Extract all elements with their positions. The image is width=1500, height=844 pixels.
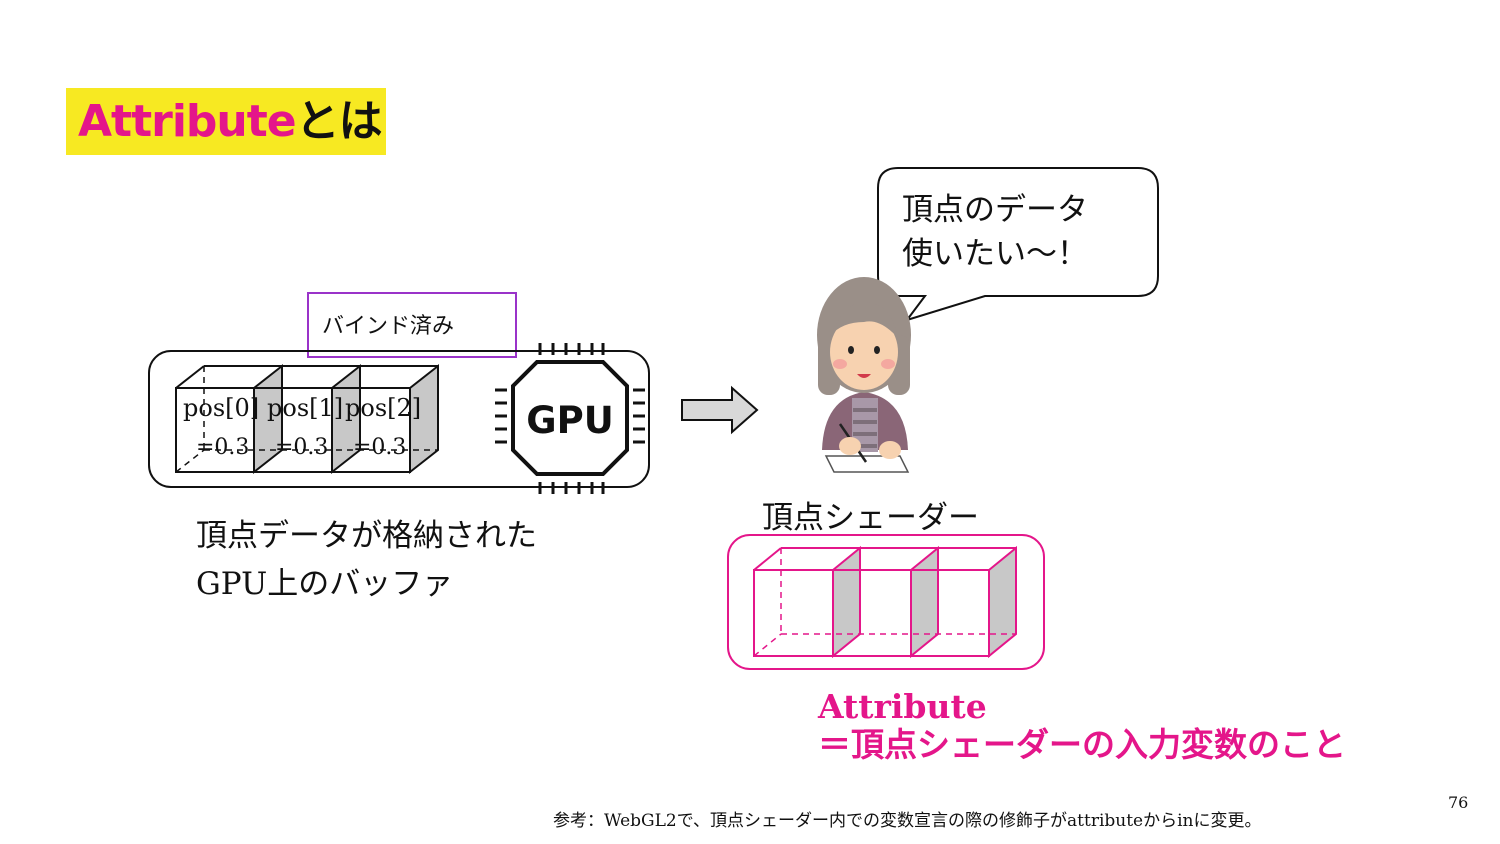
buffer-outline bbox=[148, 350, 650, 488]
vertex-shader-label: 頂点シェーダー bbox=[762, 500, 979, 536]
buffer-caption: 頂点データが格納された GPU上のバッファ bbox=[196, 512, 537, 608]
title-accent: Attribute bbox=[78, 96, 297, 147]
cell-value-2: =0.3 bbox=[353, 435, 407, 460]
attribute-definition-line-2: ＝頂点シェーダーの入力変数のこと bbox=[818, 725, 1346, 764]
speech-bubble-text: 頂点のデータ 使いたい～！ bbox=[902, 188, 1088, 276]
bind-label: バインド済み bbox=[322, 314, 455, 339]
cell-name-2: pos[2] bbox=[345, 394, 422, 422]
buffer-caption-line-1: 頂点データが格納された bbox=[196, 518, 537, 554]
writing-woman-illustration bbox=[817, 277, 911, 473]
attribute-cubes bbox=[753, 545, 1017, 659]
right-arrow-icon bbox=[681, 385, 759, 435]
cell-name-1: pos[1] bbox=[267, 394, 344, 422]
bind-box bbox=[307, 292, 517, 358]
cell-value-0: =0.3 bbox=[196, 435, 250, 460]
attribute-outline bbox=[727, 534, 1045, 670]
cell-value-1: =0.3 bbox=[275, 435, 329, 460]
title-highlight bbox=[66, 88, 386, 155]
attribute-definition-line-1: Attribute bbox=[818, 687, 987, 726]
reference-note: 参考：WebGL2で、頂点シェーダー内での変数宣言の際の修飾子がattribut… bbox=[553, 811, 1262, 831]
buffer-caption-line-2: GPU上のバッファ bbox=[196, 566, 454, 602]
slide-title: Attributeとは bbox=[78, 88, 383, 155]
speech-bubble bbox=[877, 167, 1159, 322]
speech-line-1: 頂点のデータ bbox=[902, 192, 1088, 228]
buffer-cubes bbox=[175, 363, 439, 475]
title-rest: とは bbox=[295, 96, 383, 147]
page-number: 76 bbox=[1448, 793, 1469, 812]
speech-line-2: 使いたい～！ bbox=[902, 236, 1088, 272]
gpu-chip-icon bbox=[495, 343, 645, 494]
gpu-chip-label: GPU bbox=[526, 399, 614, 442]
cell-name-0: pos[0] bbox=[183, 394, 260, 422]
attribute-definition: Attribute ＝頂点シェーダーの入力変数のこと bbox=[818, 688, 1346, 764]
